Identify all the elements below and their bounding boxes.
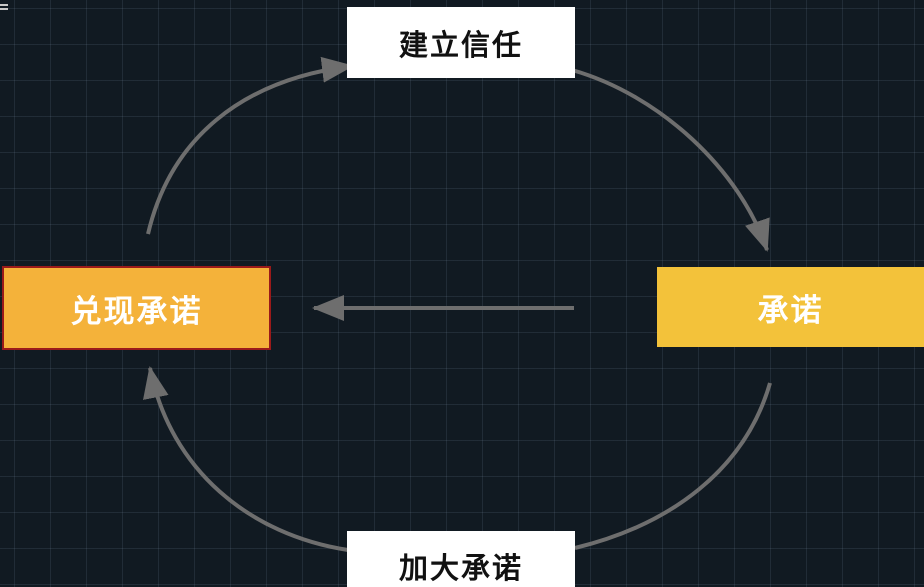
node-build-trust: 建立信任 <box>347 7 575 78</box>
edge-right-to-bottom <box>574 382 772 550</box>
node-build-trust-label: 建立信任 <box>398 27 523 62</box>
node-fulfill-commitment: 兑现承诺 <box>2 266 271 350</box>
node-commitment-label: 承诺 <box>757 292 824 329</box>
node-increase-commitment: 加大承诺 <box>347 531 575 587</box>
node-increase-commitment-label: 加大承诺 <box>398 551 523 585</box>
node-commitment: 承诺 <box>657 267 924 347</box>
edge-bottom-to-left <box>143 366 349 552</box>
node-fulfill-commitment-label: 兑现承诺 <box>70 293 203 330</box>
edge-left-to-top <box>146 56 354 235</box>
edge-top-to-right <box>571 68 770 252</box>
menu-icon[interactable] <box>0 4 8 14</box>
